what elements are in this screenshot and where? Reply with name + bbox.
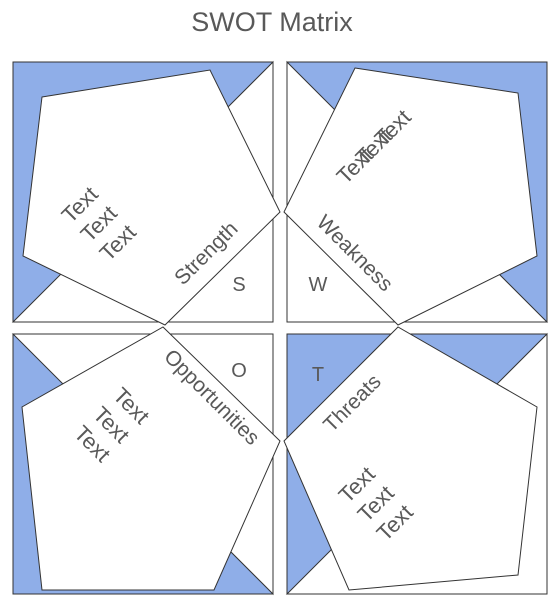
quadrant-weakness: Weakness W Text Text Text [283,60,549,326]
quadrant-threats-shape [283,326,538,591]
quadrant-strength: Strength S Text Text Text [11,60,281,326]
quadrant-threats-letter: T [312,364,324,386]
quadrant-weakness-letter: W [309,274,328,296]
quadrant-strength-shape [22,69,281,326]
quadrant-strength-letter: S [232,274,245,296]
quadrant-opportunities: Opportunities O Text Text Text [11,326,281,596]
quadrant-opportunities-letter: O [231,360,247,382]
quadrant-opportunities-shape [21,326,281,591]
diagram-title: SWOT Matrix [191,7,353,37]
quadrant-threats: Threats T Text Text Text [283,326,548,595]
quadrant-weakness-shape [283,67,538,326]
